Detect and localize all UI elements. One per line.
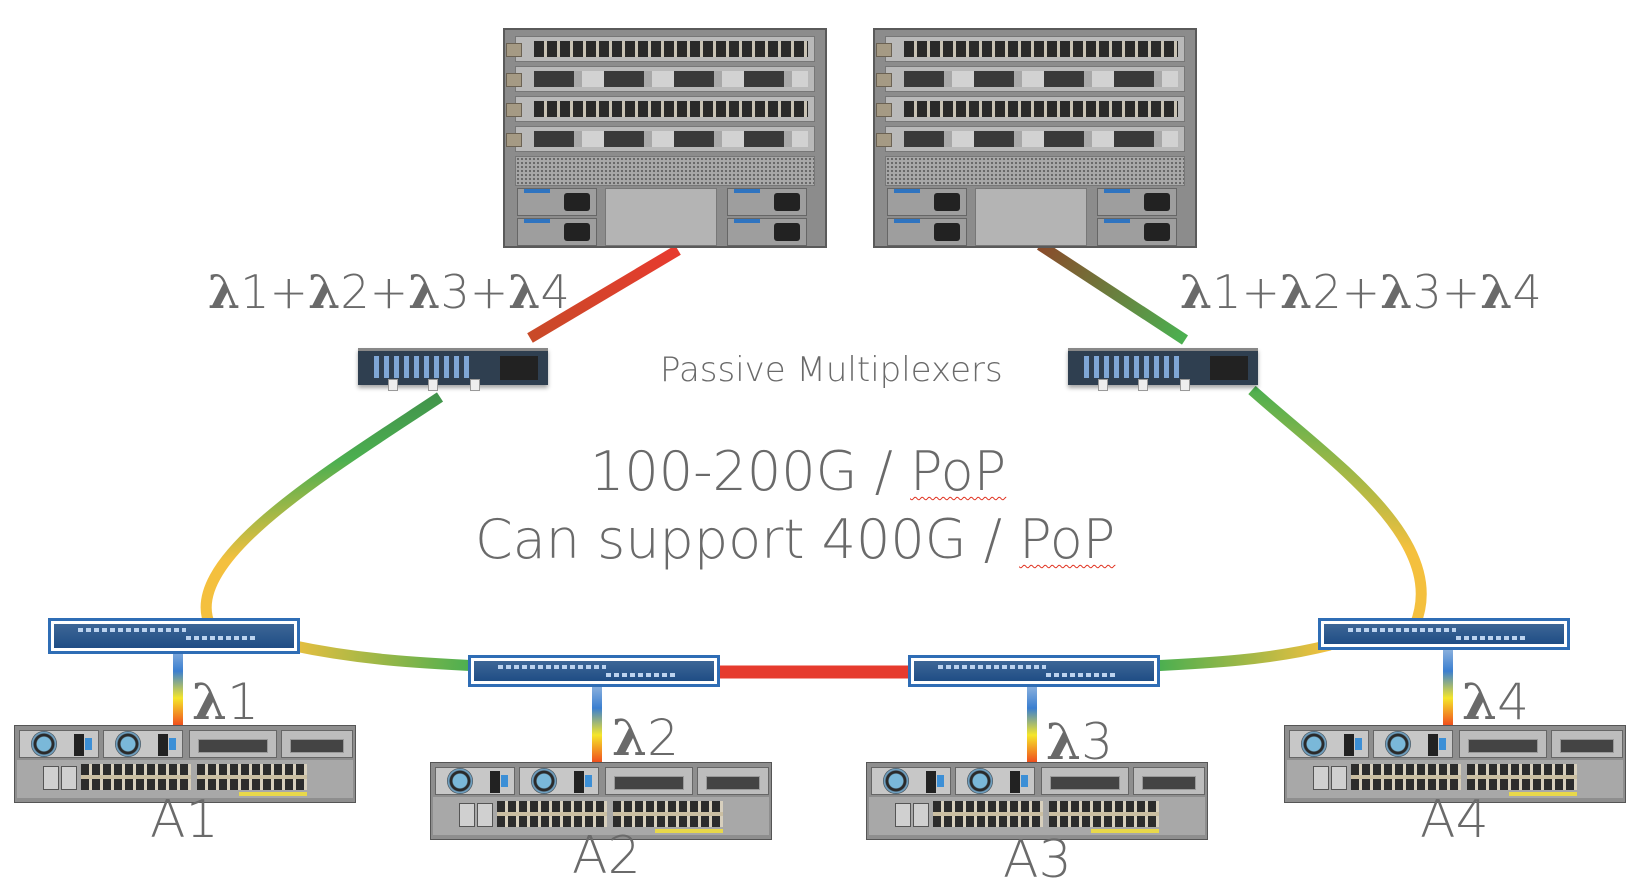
access-router-a4 (1284, 725, 1626, 803)
access-router-a3 (866, 762, 1208, 840)
lambda-symbol: λ (308, 265, 341, 319)
wavelength-index: 1 (240, 265, 270, 319)
access-router-a2 (430, 762, 772, 840)
wavelength-index: 3 (440, 265, 470, 319)
drop-fiber-a1 (173, 648, 183, 725)
drop-wavelength-a3: λ3 (1046, 712, 1113, 771)
fiber-a3-to-a4 (1149, 639, 1332, 672)
wavelength-index: 2 (340, 265, 370, 319)
wavelength-index: 3 (1412, 265, 1442, 319)
plus-sign: + (1441, 265, 1481, 319)
access-router-a1 (14, 725, 356, 803)
lambda-symbol: λ (1480, 265, 1513, 319)
core-router-left (503, 28, 827, 248)
lambda-symbol: λ (1180, 265, 1213, 319)
capacity-text: 100-200G / (590, 440, 910, 503)
drop-fiber-a2 (592, 685, 602, 762)
fiber-mux-left-to-a1 (200, 392, 444, 628)
oadm-a2 (468, 655, 720, 687)
site-label-a4: A4 (1420, 790, 1489, 850)
lambda-symbol: λ (508, 265, 541, 319)
core-router-right (873, 28, 1197, 248)
passive-multiplexers-label: Passive Multiplexers (660, 350, 1003, 390)
oadm-a4 (1318, 618, 1570, 650)
plus-sign: + (369, 265, 409, 319)
site-label-a1: A1 (150, 790, 219, 850)
wavelength-index: 2 (647, 709, 679, 767)
drop-wavelength-a4: λ4 (1462, 672, 1529, 731)
plus-sign: + (269, 265, 309, 319)
lambda-symbol: λ (408, 265, 441, 319)
passive-multiplexer-right (1068, 348, 1258, 391)
drop-fiber-a4 (1443, 648, 1453, 725)
fiber-mux-right-to-a4 (1248, 385, 1427, 628)
capacity-line-1: 100-200G / PoP (590, 440, 1006, 503)
lambda-symbol: λ (612, 708, 648, 767)
site-label-a3: A3 (1003, 830, 1072, 890)
plus-sign: + (1241, 265, 1281, 319)
lambda-symbol: λ (1462, 672, 1498, 731)
drop-wavelength-a1: λ1 (192, 672, 259, 731)
pop-text: PoP (1019, 508, 1116, 571)
drop-wavelength-a2: λ2 (612, 708, 679, 767)
wavelength-index: 4 (1512, 265, 1542, 319)
wavelength-index: 2 (1312, 265, 1342, 319)
lambda-symbol: λ (1380, 265, 1413, 319)
lambda-symbol: λ (1280, 265, 1313, 319)
wavelength-sum-right: λ1+λ2+λ3+λ4 (1180, 265, 1542, 319)
pop-text: PoP (910, 440, 1007, 503)
plus-sign: + (469, 265, 509, 319)
wavelength-sum-left: λ1+λ2+λ3+λ4 (208, 265, 570, 319)
plus-sign: + (1341, 265, 1381, 319)
fiber-a1-to-a2 (288, 639, 481, 672)
wavelength-index: 4 (1497, 673, 1529, 731)
oadm-a1 (48, 618, 300, 654)
capacity-line-2: Can support 400G / PoP (475, 508, 1115, 571)
lambda-symbol: λ (1046, 712, 1082, 771)
wavelength-index: 3 (1081, 713, 1113, 771)
drop-fiber-a3 (1027, 685, 1037, 762)
site-label-a2: A2 (572, 826, 641, 886)
oadm-a3 (908, 655, 1160, 687)
lambda-symbol: λ (192, 672, 228, 731)
fiber-core-right-to-mux (1036, 240, 1189, 345)
capacity-text: Can support 400G / (475, 508, 1020, 571)
wavelength-index: 1 (1212, 265, 1242, 319)
fiber-core-left-to-mux (527, 245, 681, 343)
lambda-symbol: λ (208, 265, 241, 319)
wavelength-index: 1 (227, 673, 259, 731)
passive-multiplexer-left (358, 348, 548, 391)
wavelength-index: 4 (540, 265, 570, 319)
